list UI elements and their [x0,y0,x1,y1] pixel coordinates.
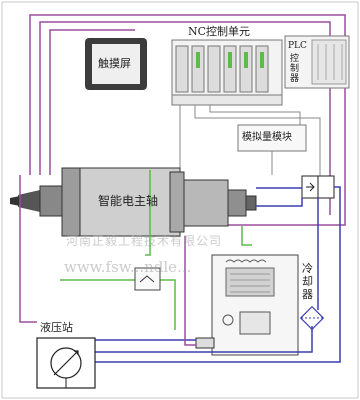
plc-controller [284,35,350,89]
watermark-company: 河南正毅工程技术有限公司 [66,234,223,248]
spindle-label: 智能电主轴 [98,194,159,208]
nc-control-unit [171,39,283,106]
inverter-box [134,267,161,291]
gray-wiring [179,105,321,180]
spindle-assembly [10,167,257,237]
watermark-url: www.fsw...ndle... [64,258,192,276]
analog-module-label: 模拟量模块 [242,132,292,143]
pump-box [195,337,215,349]
touch-screen-label: 触摸屏 [98,57,131,70]
plc-controller-label: 控制器 [290,54,300,84]
inverter-symbol [139,275,155,283]
analog-module-box [237,124,307,152]
purple-lower-wiring [19,175,196,346]
valve-block [301,175,335,199]
nc-unit-label: NC控制单元 [188,25,251,38]
green-wiring [60,170,252,330]
hydraulic-label: 液压站 [40,321,73,334]
hydraulic-station [36,337,96,389]
cooler-label: 冷却器 [302,262,313,301]
plc-label: PLC [288,41,307,51]
cooler-unit [211,254,299,356]
touch-screen [85,38,147,90]
filter-symbol [299,305,325,331]
blue-lines [95,186,341,363]
